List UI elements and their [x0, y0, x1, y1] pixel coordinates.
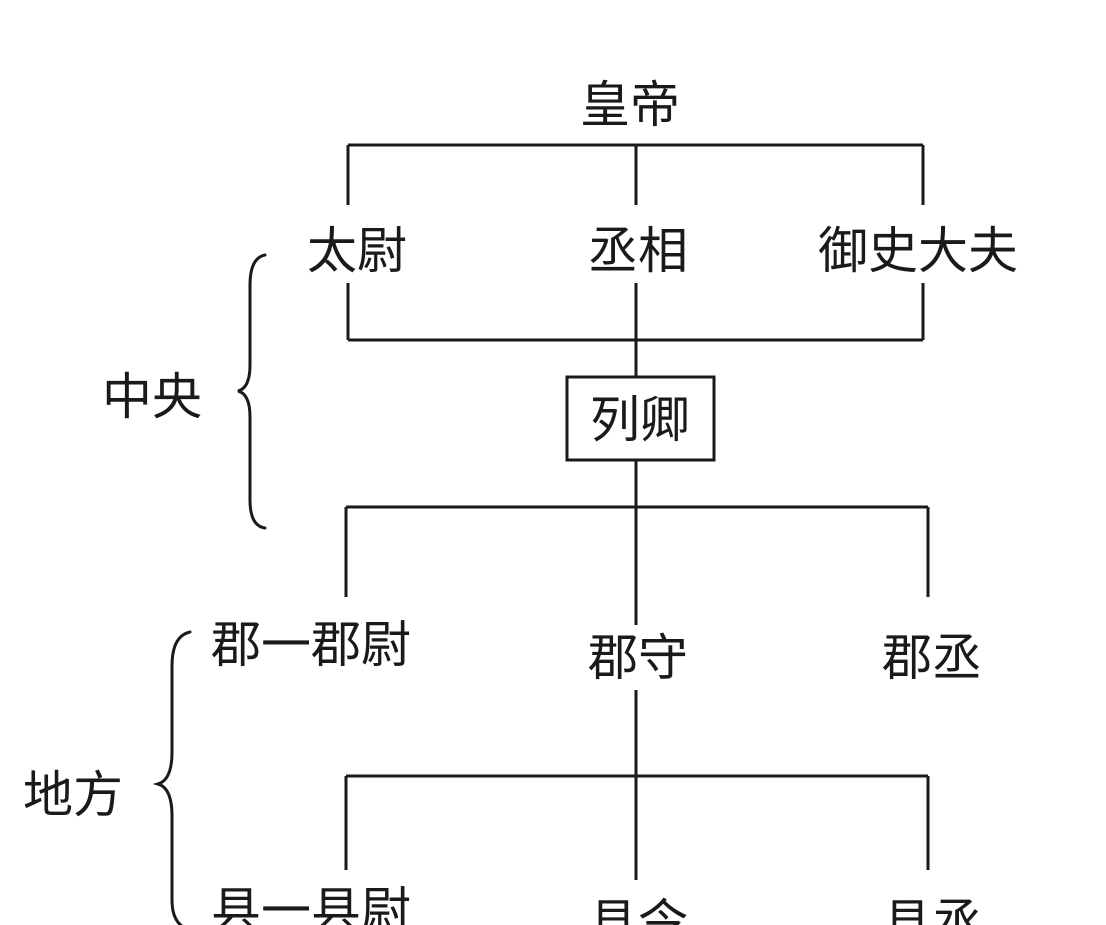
central-group-label: 中央	[102, 368, 202, 426]
connector-lines	[344, 143, 930, 880]
xian-ling-label: 县令	[588, 894, 688, 925]
jun-wei-label: 郡一郡尉	[211, 616, 411, 674]
lieqing-label: 列卿	[590, 391, 690, 449]
chengxiang-label: 丞相	[588, 222, 688, 280]
jun-cheng-label: 郡丞	[882, 629, 982, 687]
jun-shou-label: 郡守	[588, 629, 688, 687]
local-brace	[152, 630, 192, 925]
xian-wei-label: 县一县尉	[211, 882, 411, 925]
xian-cheng-label: 县丞	[882, 894, 982, 925]
yushi-label: 御史大夫	[818, 222, 1018, 280]
central-brace	[237, 253, 267, 530]
local-group-label: 地方	[23, 766, 123, 824]
lieqing-box	[565, 375, 716, 462]
taiwei-label: 太尉	[307, 222, 407, 280]
emperor-label: 皇帝	[580, 76, 680, 134]
